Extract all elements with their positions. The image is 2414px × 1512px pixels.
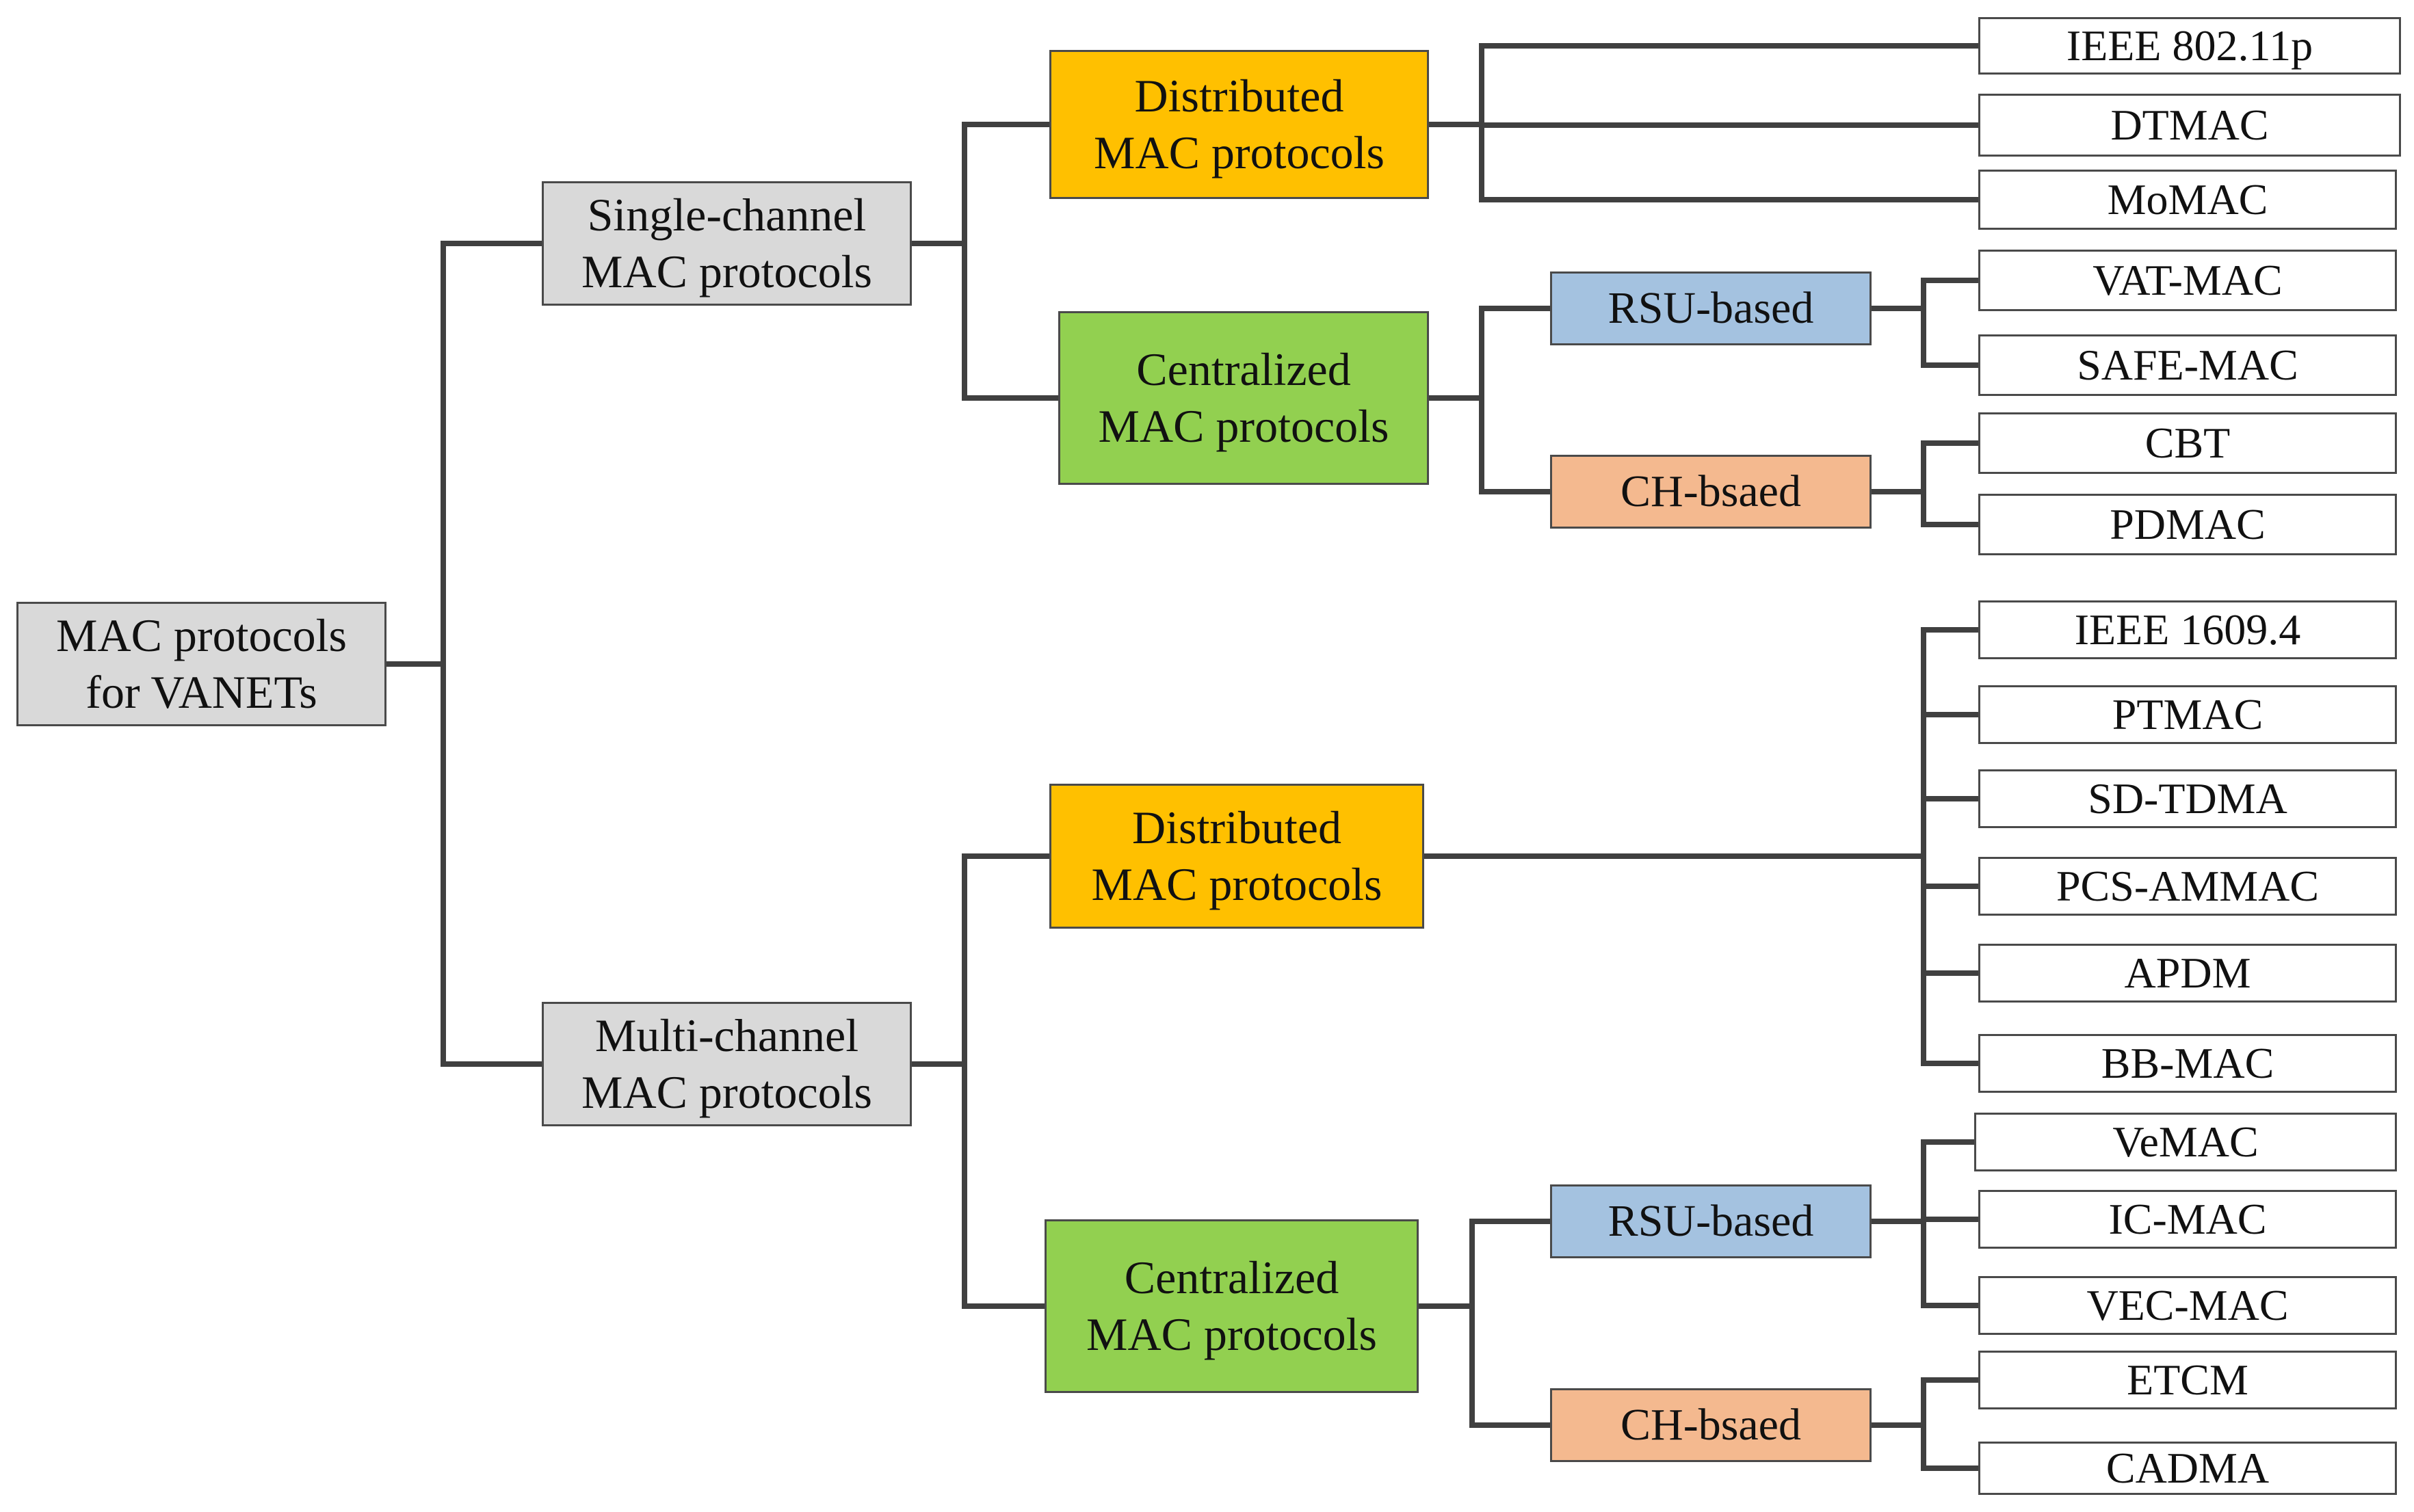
leaf-pdmac: PDMAC [1978,494,2397,555]
multi-distributed-label-line1: Distributed [1132,801,1341,854]
single-centralized-label-line1: Centralized [1136,343,1351,396]
leaf-sd-tdma: SD-TDMA [1978,769,2397,828]
multi-rsu-based-node: RSU-based [1550,1184,1872,1258]
single-rsu-based-label: RSU-based [1608,282,1814,333]
multi-ch-based-label: CH-bsaed [1621,1399,1801,1450]
leaf-vec-mac: VEC-MAC [1978,1276,2397,1335]
leaf-vat-mac: VAT-MAC [1978,250,2397,311]
single-centralized-node: Centralized MAC protocols [1058,311,1429,485]
single-centralized-label-line2: MAC protocols [1098,400,1389,452]
leaf-apdm: APDM [1978,944,2397,1003]
leaf-ieee-802-11p: IEEE 802.11p [1978,17,2401,75]
leaf-pcs-ammac: PCS-AMMAC [1978,857,2397,916]
single-distributed-label-line2: MAC protocols [1094,127,1385,178]
multi-distributed-node: Distributed MAC protocols [1049,784,1424,929]
single-channel-node: Single-channel MAC protocols [542,181,912,306]
multi-ch-based-node: CH-bsaed [1550,1388,1872,1462]
leaf-cbt: CBT [1978,412,2397,474]
single-ch-based-node: CH-bsaed [1550,455,1872,529]
single-channel-label-line2: MAC protocols [581,246,872,297]
leaf-ptmac: PTMAC [1978,685,2397,744]
multi-channel-label-line2: MAC protocols [581,1066,872,1118]
multi-rsu-based-label: RSU-based [1608,1195,1814,1246]
multi-channel-label-line1: Multi-channel [594,1009,859,1062]
leaf-cadma: CADMA [1978,1442,2397,1495]
multi-centralized-node: Centralized MAC protocols [1045,1219,1419,1393]
single-distributed-label-line1: Distributed [1134,70,1344,122]
leaf-momac: MoMAC [1978,170,2397,230]
leaf-ieee-1609-4: IEEE 1609.4 [1978,600,2397,659]
multi-centralized-label-line2: MAC protocols [1086,1308,1377,1360]
leaf-vemac: VeMAC [1974,1113,2397,1171]
leaf-ic-mac: IC-MAC [1978,1190,2397,1249]
leaf-bb-mac: BB-MAC [1978,1034,2397,1093]
leaf-etcm: ETCM [1978,1351,2397,1409]
leaf-safe-mac: SAFE-MAC [1978,334,2397,396]
multi-channel-node: Multi-channel MAC protocols [542,1002,912,1126]
leaf-dtmac: DTMAC [1978,94,2401,157]
root-label-line2: for VANETs [86,666,317,718]
multi-centralized-label-line1: Centralized [1124,1251,1339,1304]
single-ch-based-label: CH-bsaed [1621,466,1801,516]
root-label-line1: MAC protocols [56,609,347,662]
multi-distributed-label-line2: MAC protocols [1091,858,1382,910]
single-rsu-based-node: RSU-based [1550,271,1872,345]
single-channel-label-line1: Single-channel [587,189,867,241]
single-distributed-node: Distributed MAC protocols [1049,50,1429,199]
root-node: MAC protocols for VANETs [16,602,386,726]
